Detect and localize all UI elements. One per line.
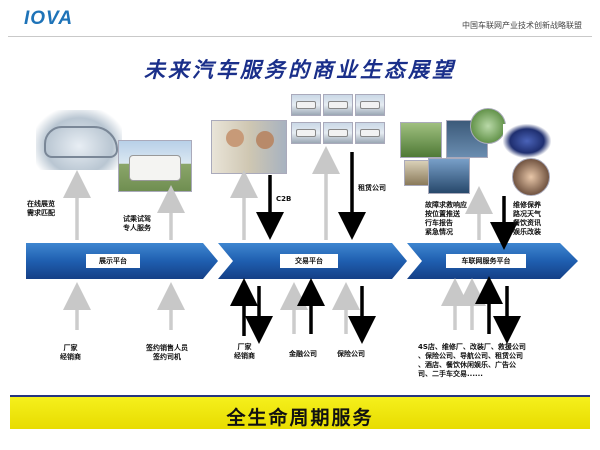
lifestyle-services-label: 维修保养 路况天气 餐饮资讯 娱乐改装	[513, 201, 541, 237]
test-drive-label: 试乘试驾 专人服务	[123, 215, 151, 233]
service-platform-label: 车联网服务平台	[446, 254, 526, 268]
footer-banner: 全生命周期服务	[10, 395, 590, 429]
trade-platform-label: 交易平台	[280, 254, 338, 268]
ecosystem-partners-label: 4S店、维修厂、改装厂、救援公司 、保险公司、导航公司、租赁公司 、酒店、餐饮休…	[418, 343, 526, 379]
manufacturer-dealer-label-2: 厂家 经销商	[234, 343, 255, 361]
sales-driver-label: 签约销售人员 签约司机	[146, 344, 188, 362]
finance-company-label: 金融公司	[289, 350, 317, 359]
manufacturer-dealer-label-1: 厂家 经销商	[60, 344, 81, 362]
leasing-label: 租赁公司	[358, 184, 386, 193]
telematics-services-label: 故障求救响应 按位置推送 行车报告 紧急情况	[425, 201, 467, 237]
display-platform-label: 展示平台	[86, 254, 140, 268]
footer-title: 全生命周期服务	[226, 403, 373, 430]
needs-match-label: 在线展览 需求匹配	[27, 200, 55, 218]
c2b-label: C2B	[276, 195, 291, 204]
insurance-company-label: 保险公司	[337, 350, 365, 359]
